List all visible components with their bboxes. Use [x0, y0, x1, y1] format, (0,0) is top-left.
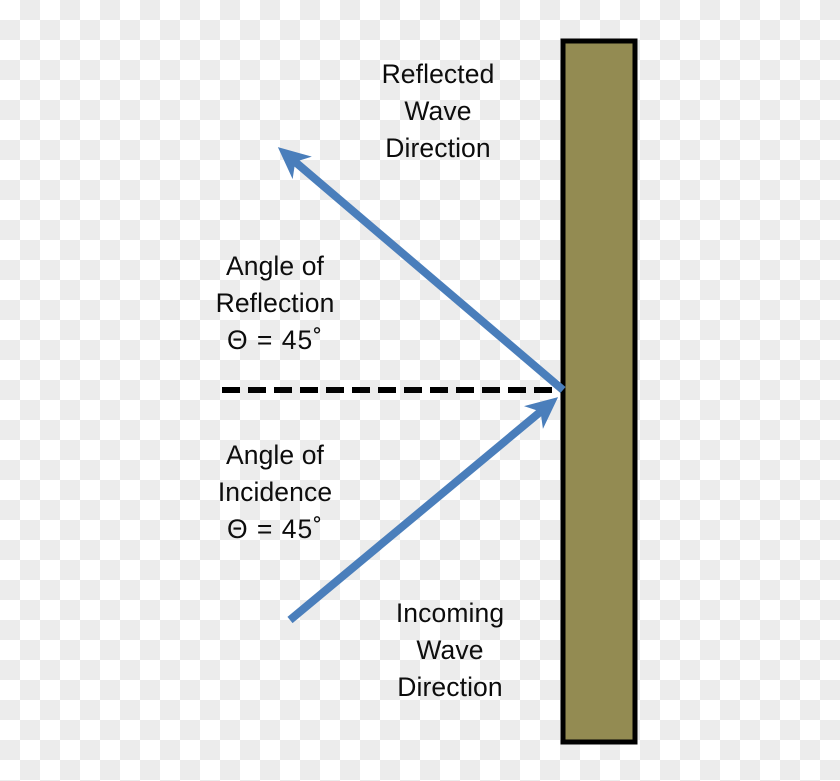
label-angle-of-reflection-value: Θ = 45˚: [226, 325, 324, 355]
label-reflected-wave-direction: Reflected Wave Direction: [338, 56, 538, 167]
reflected-wave-arrow: [277, 147, 566, 394]
label-angle-of-incidence: Angle of Incidence Θ = 45˚: [175, 437, 375, 548]
label-reflected-wave-line-3: Direction: [385, 133, 491, 163]
label-reflected-wave-line-2: Wave: [404, 96, 472, 126]
label-reflected-wave-line-1: Reflected: [381, 59, 495, 89]
label-angle-of-reflection: Angle of Reflection Θ = 45˚: [175, 248, 375, 359]
label-incoming-wave-line-3: Direction: [397, 672, 503, 702]
label-angle-of-incidence-line-2: Incidence: [217, 477, 333, 507]
label-incoming-wave-line-1: Incoming: [395, 598, 505, 628]
label-angle-of-reflection-line-1: Angle of: [225, 251, 325, 281]
incoming-wave-arrow: [287, 397, 559, 624]
label-angle-of-incidence-value: Θ = 45˚: [226, 514, 324, 544]
label-incoming-wave-direction: Incoming Wave Direction: [350, 595, 550, 706]
reflecting-surface-wall: [560, 38, 638, 745]
label-angle-of-reflection-line-2: Reflection: [215, 288, 335, 318]
label-incoming-wave-line-2: Wave: [416, 635, 484, 665]
label-angle-of-incidence-line-1: Angle of: [225, 440, 325, 470]
